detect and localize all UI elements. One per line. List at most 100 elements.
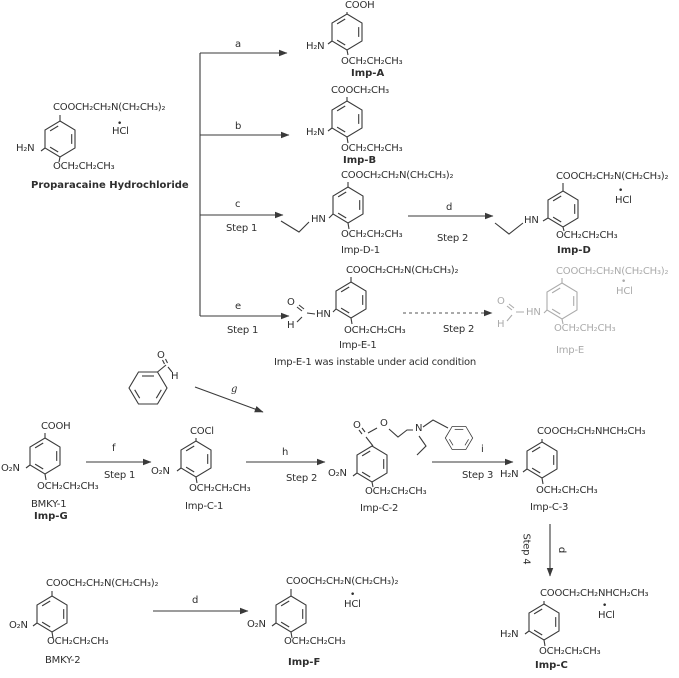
imp-e1-note: Imp-E-1 was instable under acid conditio… (274, 357, 477, 368)
imp-e-amine-label: HN (526, 307, 541, 318)
imp-a-ether-formula: OCH₂CH₂CH₃ (341, 56, 403, 67)
imp-c1-ether-formula: OCH₂CH₂CH₃ (189, 483, 251, 494)
bmky1-name: BMKY-1 (31, 499, 67, 510)
imp-f-salt-dot: • (350, 590, 356, 600)
arrow-i-step: Step 3 (462, 470, 494, 481)
bmky1-alias: Imp-G (34, 511, 68, 522)
benzaldehyde-o-label: O (157, 350, 165, 361)
imp-d1-name: Imp-D-1 (341, 245, 380, 256)
imp-c-name: Imp-C (535, 660, 568, 671)
proparacaine-salt-label: HCl (112, 126, 129, 137)
imp-e-formyl-h: H (497, 319, 505, 330)
arrow-e-label: e (235, 301, 241, 312)
imp-e-ester-formula: COOCH₂CH₂N(CH₂CH₃)₂ (556, 266, 669, 277)
benzaldehyde-h-label: H (171, 371, 179, 382)
arrow-d-impd-step: Step 2 (437, 233, 469, 244)
imp-c2-carbonyl-o: O (353, 420, 361, 431)
imp-d-salt-label: HCl (615, 195, 632, 206)
imp-e1-amine-label: HN (316, 309, 331, 320)
imp-d1-amine-label: HN (311, 214, 326, 225)
arrow-dashed-step: Step 2 (443, 324, 475, 335)
imp-c3-ester-formula: COOCH₂CH₂NHCH₂CH₃ (537, 426, 646, 437)
imp-d1-ester-formula: COOCH₂CH₂N(CH₂CH₃)₂ (341, 170, 454, 181)
imp-e-formyl-o: O (497, 296, 505, 307)
imp-a-acid-formula: COOH (345, 0, 375, 11)
imp-d-amine-label: HN (524, 215, 539, 226)
arrow-g-label: g (231, 384, 238, 395)
imp-f-salt-label: HCl (344, 599, 361, 610)
arrow-e-step: Step 1 (227, 325, 259, 336)
bmky2-ether-formula: OCH₂CH₂CH₃ (47, 636, 109, 647)
arrow-h-label: h (282, 447, 289, 458)
bmky1-ether-formula: OCH₂CH₂CH₃ (37, 481, 99, 492)
arrow-h-step: Step 2 (286, 473, 318, 484)
imp-d1-ether-formula: OCH₂CH₂CH₃ (341, 229, 403, 240)
imp-d-salt-dot: • (618, 186, 624, 196)
imp-e-ether-formula: OCH₂CH₂CH₃ (554, 323, 616, 334)
imp-c2-ether-formula: OCH₂CH₂CH₃ (365, 486, 427, 497)
imp-c-ester-formula: COOCH₂CH₂NHCH₂CH₃ (540, 588, 649, 599)
imp-c3-ether-formula: OCH₂CH₂CH₃ (536, 485, 598, 496)
reaction-arrows (86, 212, 554, 615)
imp-c-amine-label: H₂N (500, 629, 519, 640)
imp-f-name: Imp-F (288, 657, 321, 668)
imp-b-name: Imp-B (343, 155, 377, 166)
arrow-i-label: i (481, 444, 484, 455)
imp-f-ester-formula: COOCH₂CH₂N(CH₂CH₃)₂ (286, 576, 399, 587)
imp-c3-amine-label: H₂N (500, 469, 519, 480)
imp-c2-ester-o: O (380, 418, 388, 429)
imp-c3-name: Imp-C-3 (530, 502, 569, 513)
imp-c1-nitro-label: O₂N (151, 466, 170, 477)
imp-c2-nitro-label: O₂N (328, 468, 347, 479)
bmky2-nitro-label: O₂N (9, 620, 28, 631)
imp-c1-name: Imp-C-1 (185, 501, 224, 512)
imp-e1-formyl-o: O (287, 297, 295, 308)
imp-b-ether-formula: OCH₂CH₂CH₃ (341, 143, 403, 154)
imp-e1-ether-formula: OCH₂CH₂CH₃ (344, 325, 406, 336)
arrow-b-label: b (235, 121, 242, 132)
branch-arrows (199, 49, 290, 320)
bonds (25, 12, 565, 647)
imp-e-name: Imp-E (556, 345, 584, 356)
imp-e1-formyl-h: H (287, 320, 295, 331)
arrow-a-label: a (235, 39, 241, 50)
arrow-step4-step: Step 4 (520, 533, 532, 565)
imp-c-salt-dot: • (602, 601, 608, 611)
imp-a-amine-label: H₂N (306, 41, 325, 52)
imp-a-name: Imp-A (351, 68, 385, 79)
imp-b-amine-label: H₂N (306, 127, 325, 138)
imp-d-name: Imp-D (557, 245, 591, 256)
arrow-d-impd-label: d (446, 202, 453, 213)
imp-b-ester-formula: COOCH₂CH₃ (331, 85, 389, 96)
imp-e-salt-dot: • (621, 277, 627, 287)
bmky2-ester-formula: COOCH₂CH₂N(CH₂CH₃)₂ (46, 578, 159, 589)
bmky2-name: BMKY-2 (45, 655, 81, 666)
proparacaine-ether-formula: OCH₂CH₂CH₃ (53, 161, 115, 172)
arrow-step4-label: d (556, 546, 568, 554)
imp-c-salt-label: HCl (598, 610, 615, 621)
proparacaine-ester-formula: COOCH₂CH₂N(CH₂CH₃)₂ (53, 102, 166, 113)
imp-f-nitro-label: O₂N (247, 619, 266, 630)
imp-d-ether-formula: OCH₂CH₂CH₃ (556, 230, 618, 241)
imp-e-gray-structure (506, 278, 578, 325)
arrow-c-label: c (235, 199, 241, 210)
proparacaine-amine-label: H₂N (16, 143, 35, 154)
arrow-f-step: Step 1 (104, 470, 136, 481)
imp-c2-n-label: N (415, 423, 423, 434)
imp-e1-name: Imp-E-1 (339, 340, 377, 351)
bmky1-acid-formula: COOH (41, 421, 71, 432)
arrow-c-step: Step 1 (226, 223, 258, 234)
imp-c-ether-formula: OCH₂CH₂CH₃ (539, 646, 601, 657)
imp-f-ether-formula: OCH₂CH₂CH₃ (284, 636, 346, 647)
imp-e-salt-label: HCl (616, 286, 633, 297)
arrow-d-impf-label: d (192, 595, 199, 606)
proparacaine-salt-dot: • (117, 119, 123, 129)
imp-e1-ester-formula: COOCH₂CH₂N(CH₂CH₃)₂ (346, 265, 459, 276)
imp-c2-name: Imp-C-2 (360, 503, 399, 514)
bmky1-nitro-label: O₂N (1, 463, 20, 474)
imp-d-ester-formula: COOCH₂CH₂N(CH₂CH₃)₂ (556, 171, 669, 182)
imp-c1-chloride-formula: COCl (190, 426, 214, 437)
proparacaine-name: Proparacaine Hydrochloride (31, 180, 189, 191)
